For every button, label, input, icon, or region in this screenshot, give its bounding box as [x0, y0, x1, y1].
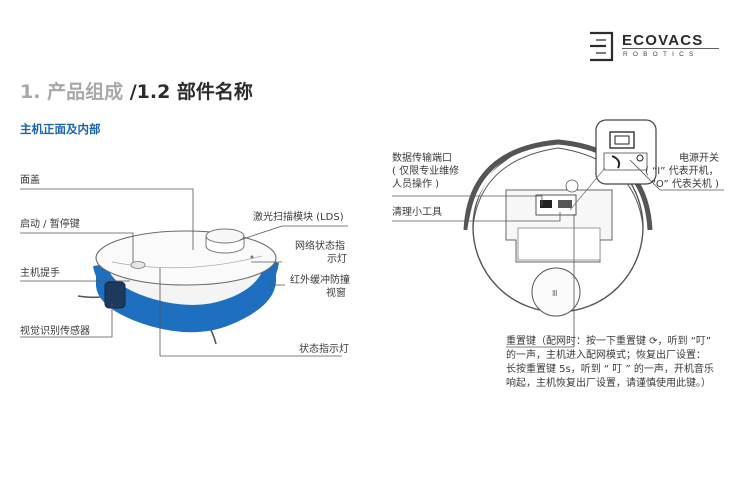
section-title: 产品组成: [47, 81, 124, 103]
label-reset-line3: 长按重置键 5s，听到 “ 叮 ” 的一声，开机音乐: [506, 364, 714, 375]
svg-text:Ⅲ: Ⅲ: [552, 289, 558, 298]
label-handle: 主机提手: [20, 268, 60, 279]
robot-front-illustration: [77, 228, 279, 345]
label-start-pause: 启动 / 暂停键: [20, 219, 80, 230]
label-power-switch-line2: ( “I” 代表开机，: [645, 166, 719, 177]
interior-leader-lines: [392, 159, 724, 348]
robot-interior-illustration: Ⅲ: [463, 119, 657, 317]
label-cleaning-tool: 清理小工具: [392, 207, 442, 218]
label-reset-line4: 响起，主机恢复出厂设置，请谨慎使用此键。）: [506, 378, 711, 389]
brand-name: ECOVACS: [622, 32, 704, 49]
label-reset-line2: 的一声，主机进入配网模式；恢复出厂设置：: [506, 350, 706, 361]
label-power-switch-line1: 电源开关: [679, 153, 719, 164]
label-reset-line1: 重置键（配网时：按一下重置键 ⟳，听到 “叮”: [506, 336, 712, 347]
label-status-light: 状态指示灯: [299, 344, 349, 355]
label-data-port-line3: 人员操作 ): [392, 179, 440, 190]
label-lds-module: 激光扫描模块 (LDS): [253, 212, 344, 223]
brand-tagline: ROBOTICS: [623, 51, 699, 58]
label-data-port-line1: 数据传输端口: [392, 153, 452, 164]
label-vision-sensor: 视觉识别传感器: [20, 326, 90, 337]
label-data-port-line2: ( 仅限专业维修: [392, 166, 460, 177]
subsection-title: /1.2 部件名称: [129, 81, 253, 103]
label-ir-window-line2: 视窗: [326, 288, 346, 299]
label-top-cover: 面盖: [20, 175, 40, 186]
section-number: 1.: [20, 81, 41, 103]
label-network-light-line1: 网络状态指: [295, 241, 345, 252]
page-title: 1. 产品组成 /1.2 部件名称: [20, 77, 253, 104]
label-power-switch-line3: “O” 代表关机 ): [651, 179, 719, 190]
subheading: 主机正面及内部: [20, 122, 101, 136]
label-ir-window-line1: 红外缓冲防撞: [290, 275, 350, 286]
front-leader-lines: [20, 188, 348, 357]
label-network-light-line2: 示灯: [327, 254, 347, 265]
ecovacs-logo-mark: [590, 31, 614, 62]
